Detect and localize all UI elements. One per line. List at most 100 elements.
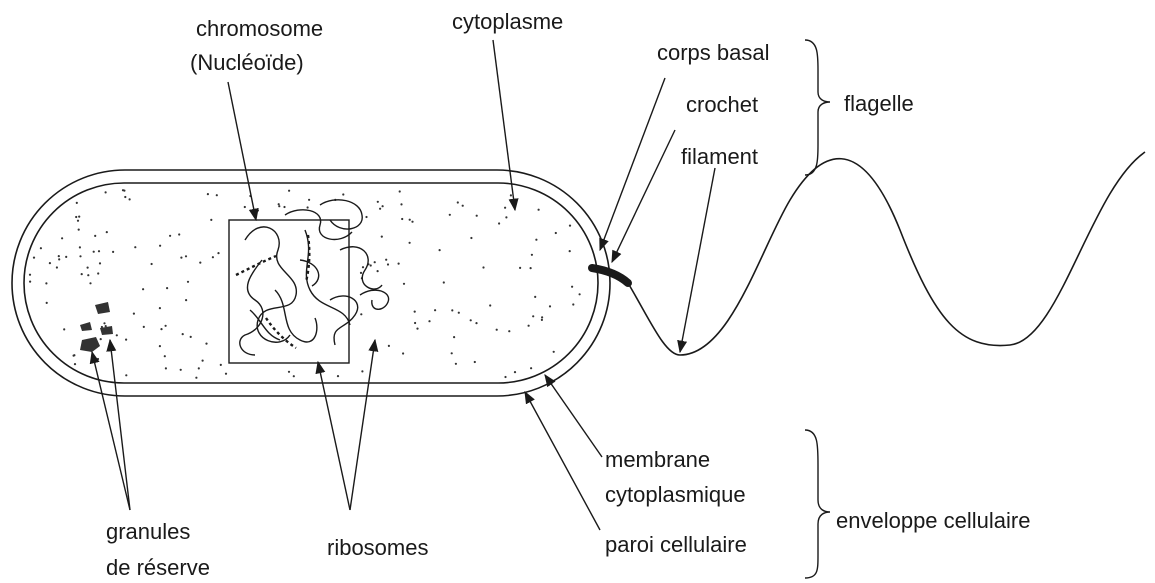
ribosome-dot	[381, 236, 383, 238]
label-membrane: membrane	[605, 447, 710, 472]
ribosome-dot	[399, 190, 401, 192]
ribosome-dot	[159, 345, 161, 347]
ribosome-dot	[470, 237, 472, 239]
ribosome-dot	[202, 360, 204, 362]
ribosome-dot	[377, 201, 379, 203]
ribosome-dot	[125, 339, 127, 341]
ribosome-dot	[555, 232, 557, 234]
ribosome-dot	[74, 363, 76, 365]
ribosome-dot	[244, 206, 246, 208]
chromosome-pointer	[228, 82, 256, 220]
cytoplasme-pointer	[493, 40, 515, 210]
ribosome-dot	[451, 352, 453, 354]
ribosome-dot	[187, 281, 189, 283]
ribosome-dot	[73, 355, 75, 357]
label-chromosome: chromosome	[196, 16, 323, 41]
ribosome-dot	[106, 231, 108, 233]
ribosome-dot	[87, 267, 89, 269]
ribosome-dot	[531, 254, 533, 256]
ribosome-dot	[498, 222, 500, 224]
ribosome-dot	[534, 296, 536, 298]
label-de-reserve: de réserve	[106, 555, 210, 580]
ribosome-dot	[190, 336, 192, 338]
ribosome-dot	[337, 375, 339, 377]
ribosome-dot	[409, 219, 411, 221]
ribosome-dot	[166, 287, 168, 289]
ribosome-dot	[414, 311, 416, 313]
ribosome-dot	[293, 375, 295, 377]
ribosome-dot	[579, 293, 581, 295]
ribosome-dot	[403, 283, 405, 285]
ribosome-dot	[370, 264, 372, 266]
ribosome-dot	[453, 336, 455, 338]
ribosome-dot	[216, 194, 218, 196]
ribosome-dot	[489, 304, 491, 306]
ribosome-dot	[457, 201, 459, 203]
ribosome-dot	[361, 370, 363, 372]
ribosome-dot	[496, 329, 498, 331]
label-ribosomes: ribosomes	[327, 535, 428, 560]
ribosome-dot	[307, 206, 309, 208]
ribosomes-pointer-1	[318, 362, 350, 510]
label-granules: granules	[106, 519, 190, 544]
ribosome-dot	[504, 207, 506, 209]
ribosome-dot	[182, 333, 184, 335]
ribosome-dot	[112, 251, 114, 253]
ribosome-dot	[538, 209, 540, 211]
label-nucleoide: (Nucléoïde)	[190, 50, 304, 75]
ribosome-dot	[134, 246, 136, 248]
ribosome-dot	[278, 205, 280, 207]
ribosome-dot	[78, 216, 80, 218]
enveloppe-brace	[805, 430, 830, 578]
ribosome-dot	[105, 325, 107, 327]
ribosome-dot	[49, 262, 51, 264]
ribosome-dot	[569, 250, 571, 252]
ribosome-dot	[541, 316, 543, 318]
ribosome-dot	[278, 203, 280, 205]
ribosome-dot	[400, 203, 402, 205]
ribosome-dot	[535, 239, 537, 241]
nucleoid-box	[229, 220, 349, 363]
ribosome-dot	[56, 266, 58, 268]
ribosome-dot	[125, 374, 127, 376]
ribosome-dot	[530, 267, 532, 269]
ribosome-dot	[402, 352, 404, 354]
ribosome-dot	[61, 237, 63, 239]
ribosome-dot	[76, 202, 78, 204]
ribosome-dot	[205, 343, 207, 345]
ribosome-dot	[178, 233, 180, 235]
ribosome-dot	[482, 266, 484, 268]
ribosome-dot	[105, 191, 107, 193]
ribosome-dot	[40, 247, 42, 249]
flagellum-filament	[628, 152, 1145, 355]
ribosome-dot	[180, 369, 182, 371]
ribosome-dot	[342, 193, 344, 195]
ribosome-dot	[98, 250, 100, 252]
ribosome-dot	[58, 258, 60, 260]
ribosome-dot	[374, 261, 376, 263]
ribosome-dot	[58, 255, 60, 257]
ribosome-dot	[360, 313, 362, 315]
ribosome-dot	[142, 288, 144, 290]
ribosome-dot	[225, 373, 227, 375]
ribosome-dot	[476, 215, 478, 217]
ribosome-dot	[308, 199, 310, 201]
ribosome-dot	[217, 252, 219, 254]
ribosome-dot	[283, 206, 285, 208]
flagelle-brace	[805, 40, 830, 175]
ribosome-dot	[116, 334, 118, 336]
ribosome-dot	[29, 281, 31, 283]
ribosome-dot	[198, 367, 200, 369]
ribosome-dot	[569, 225, 571, 227]
ribosome-dot	[99, 262, 101, 264]
ribosome-dot	[519, 267, 521, 269]
ribosome-dot	[382, 205, 384, 207]
ribosome-dot	[455, 363, 457, 365]
label-enveloppe: enveloppe cellulaire	[836, 508, 1030, 533]
ribosome-dot	[508, 330, 510, 332]
ribosome-dot	[510, 194, 512, 196]
ribosome-dot	[151, 263, 153, 265]
ribosome-dot	[474, 361, 476, 363]
ribosome-dot	[124, 196, 126, 198]
